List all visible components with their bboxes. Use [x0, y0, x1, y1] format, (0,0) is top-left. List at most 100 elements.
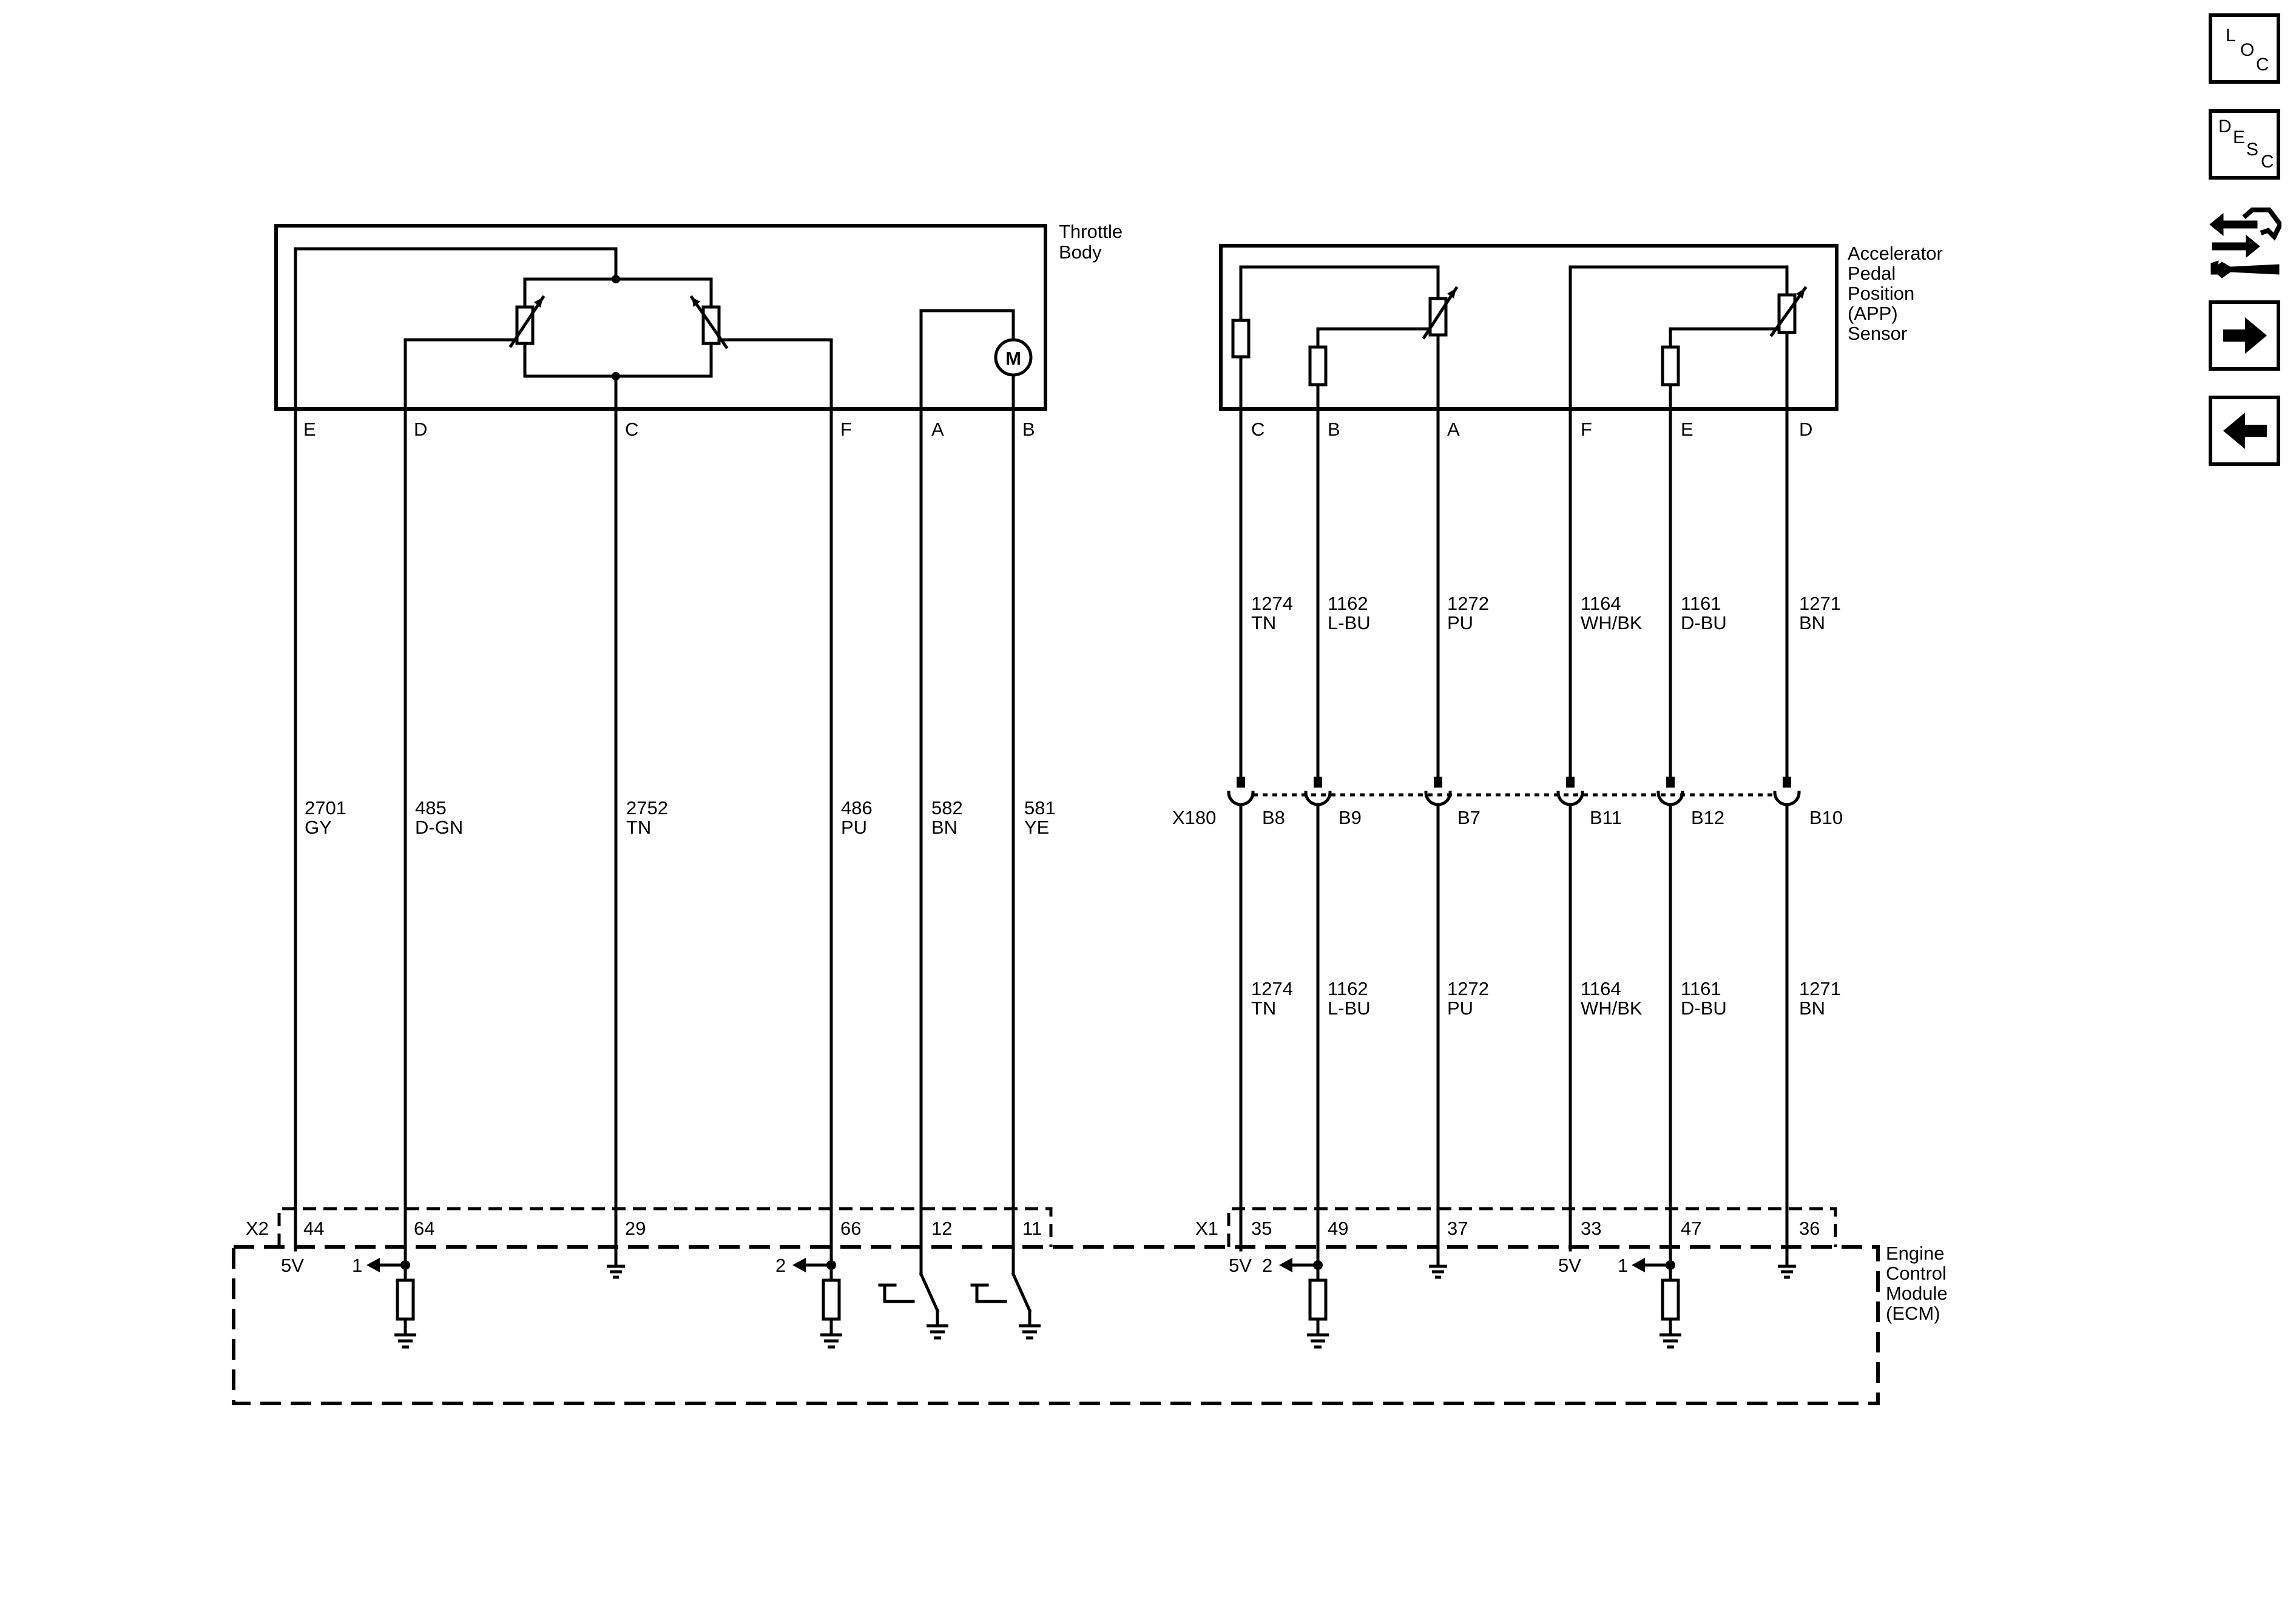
ecm-pin: 35 — [1251, 1218, 1272, 1239]
loc-button[interactable]: L O C — [2209, 13, 2280, 84]
x1-connector-label: X1 — [1195, 1218, 1218, 1239]
app-sensor-box — [1219, 244, 1838, 411]
throttle-body-label-1: Throttle — [1059, 221, 1123, 242]
wire-color: L-BU — [1328, 612, 1371, 633]
app-pin: B — [1328, 419, 1340, 440]
wire-color: BN — [1799, 998, 1825, 1019]
ecm-pin: 66 — [840, 1218, 861, 1239]
ecm-pin: 49 — [1328, 1218, 1348, 1239]
previous-button[interactable] — [2209, 396, 2280, 466]
app-resistor-c — [1231, 319, 1251, 359]
wire-color: PU — [1447, 612, 1473, 633]
throttle-body-box — [274, 224, 1047, 411]
ecm-label-3: Module — [1886, 1283, 1948, 1304]
circuit-number: 1272 — [1447, 978, 1489, 999]
wire-color: WH/BK — [1581, 612, 1643, 633]
app-resistor-b — [1308, 345, 1328, 387]
desc-letter: S — [2246, 140, 2259, 160]
circuit-number: 485 — [415, 797, 447, 819]
x180-pin: B7 — [1457, 807, 1481, 828]
throttle-pin: D — [414, 419, 427, 440]
circuit-number: 1271 — [1799, 978, 1841, 999]
ecm-pin: 36 — [1799, 1218, 1820, 1239]
ecm-pin: 29 — [625, 1218, 646, 1239]
circuit-number: 1162 — [1328, 978, 1368, 999]
ecm-signal-2-label: 2 — [775, 1255, 786, 1276]
ecm-pin: 12 — [931, 1218, 952, 1239]
ecm-pin: 44 — [303, 1218, 324, 1239]
wire-color: PU — [841, 817, 867, 838]
desc-button[interactable]: D E S C — [2209, 109, 2280, 180]
circuit-number: 1161 — [1681, 978, 1721, 999]
ecm-label-1: Engine — [1886, 1243, 1945, 1264]
x180-pin: B9 — [1339, 807, 1362, 828]
ground-symbol — [1307, 1333, 1329, 1349]
app-resistor-e — [1661, 345, 1680, 387]
x180-pin: B11 — [1590, 807, 1622, 828]
throttle-pin: A — [931, 419, 944, 440]
circuit-number: 1161 — [1681, 593, 1721, 614]
wire-color: D-BU — [1681, 998, 1727, 1019]
desc-letter: D — [2218, 116, 2232, 137]
ground-symbol — [607, 1264, 625, 1279]
throttle-motor — [994, 338, 1033, 377]
app-pin: C — [1251, 419, 1264, 440]
app-label-1: Accelerator — [1848, 243, 1943, 264]
throttle-sensor-2-resistor — [701, 305, 721, 345]
ecm-box — [232, 1245, 1880, 1405]
wire-color: BN — [1799, 612, 1825, 633]
app-label-3: Position — [1848, 283, 1914, 304]
wire-color: D-GN — [415, 817, 463, 838]
circuit-number: 2701 — [305, 797, 346, 819]
ecm-5v-label: 5V — [1558, 1255, 1581, 1276]
ecm-label-4: (ECM) — [1886, 1303, 1940, 1324]
throttle-pin: F — [840, 419, 852, 440]
circuit-number: 1274 — [1251, 978, 1293, 999]
arrow-right-icon — [2223, 317, 2267, 354]
throttle-pin: E — [303, 419, 316, 440]
ecm-signal-1-label: 1 — [352, 1255, 362, 1276]
ecm-pin: 47 — [1681, 1218, 1701, 1239]
wire-color: YE — [1024, 817, 1049, 838]
loc-letter: L — [2226, 25, 2236, 46]
ecm-label-2: Control — [1886, 1263, 1947, 1284]
ecm-5v-label: 5V — [281, 1255, 304, 1276]
circuit-number: 1271 — [1799, 593, 1841, 614]
circuit-number: 1162 — [1328, 593, 1368, 614]
throttle-body-label-2: Body — [1059, 241, 1102, 263]
circuit-number: 486 — [841, 797, 873, 819]
wire-color: TN — [1251, 998, 1276, 1019]
throttle-pin: B — [1022, 419, 1035, 440]
loc-letter: C — [2256, 55, 2269, 75]
wire-color: TN — [626, 817, 651, 838]
app-pin: E — [1681, 419, 1693, 440]
wire-color: L-BU — [1328, 998, 1371, 1019]
connector-tool-icon[interactable] — [2209, 206, 2281, 279]
next-button[interactable] — [2209, 300, 2280, 371]
circuit-number: 1164 — [1581, 978, 1621, 999]
x2-connector-label: X2 — [246, 1218, 269, 1239]
x2-connector-outline — [277, 1207, 1053, 1247]
ground-symbol — [1660, 1333, 1681, 1349]
circuit-number: 1272 — [1447, 593, 1489, 614]
circuit-number: 1164 — [1581, 593, 1621, 614]
app-pin: F — [1581, 419, 1592, 440]
x180-pin: B10 — [1809, 807, 1843, 828]
ground-symbol — [820, 1333, 842, 1349]
wire-color: D-BU — [1681, 612, 1727, 633]
ground-symbol — [1778, 1264, 1796, 1279]
ecm-signal-1-label: 1 — [1618, 1255, 1628, 1276]
app-pin: D — [1799, 419, 1812, 440]
wire-color: BN — [931, 817, 957, 838]
wire-color: PU — [1447, 998, 1473, 1019]
ecm-pin: 33 — [1581, 1218, 1601, 1239]
throttle-pin: C — [625, 419, 638, 440]
app-label-5: Sensor — [1848, 323, 1907, 344]
app-pin: A — [1447, 419, 1460, 440]
loc-letter: O — [2240, 40, 2255, 60]
wire-color: TN — [1251, 612, 1276, 633]
desc-letter: E — [2233, 127, 2246, 147]
app-label-2: Pedal — [1848, 263, 1896, 284]
ground-symbol — [1429, 1264, 1447, 1279]
